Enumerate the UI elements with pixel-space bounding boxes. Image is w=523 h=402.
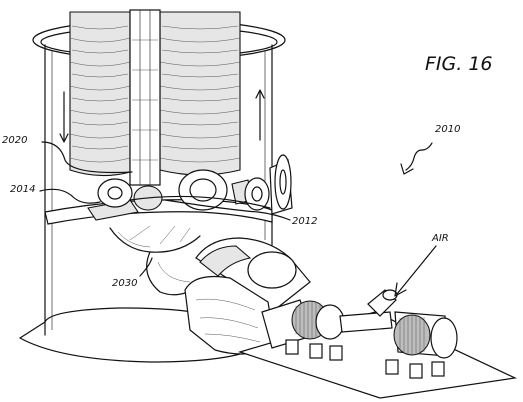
bearing-assembly [87,154,293,221]
motor-assembly [237,289,518,399]
air-label: AIR [432,233,449,244]
flow-arrows [59,89,265,143]
pump-housing [184,237,311,355]
ref-label-2010: 2010 [435,124,461,135]
ref-label-2020: 2020 [2,135,28,146]
ref-label-2012: 2012 [292,216,318,227]
leader-lines [39,141,437,297]
ref-label-2030: 2030 [112,278,138,289]
figure-title: FIG. 16 [425,53,493,75]
ref-label-2014: 2014 [10,184,36,195]
disc-stack [69,9,241,186]
